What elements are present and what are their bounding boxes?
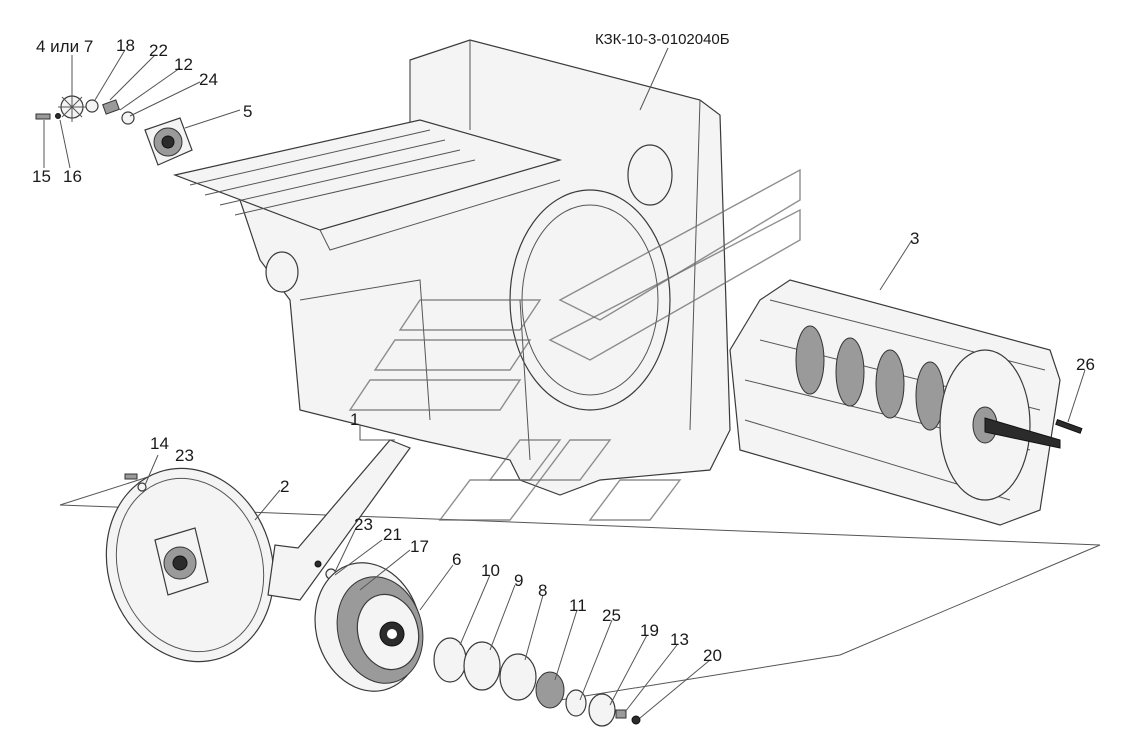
callout-19: 19 <box>640 621 659 640</box>
bolt-part <box>35 113 51 120</box>
washer-23-a <box>137 482 147 492</box>
washer-19 <box>588 693 616 727</box>
washer-part <box>121 111 135 125</box>
watermark-logo <box>348 168 801 521</box>
callout-23-top: 23 <box>175 446 194 465</box>
callout-24: 24 <box>199 70 218 89</box>
callout-25: 25 <box>602 606 621 625</box>
callout-18: 18 <box>116 36 135 55</box>
callout-15: 15 <box>32 167 51 186</box>
callout-20: 20 <box>703 646 722 665</box>
lock-washer-25 <box>565 689 587 717</box>
ring-10 <box>433 637 467 683</box>
rotor <box>729 279 1083 526</box>
callout-14: 14 <box>150 434 169 453</box>
callout-10: 10 <box>481 561 500 580</box>
side-disc <box>105 467 275 663</box>
callout-labels: КЗК-10-3-0102040Б 4 или 7 18 22 12 24 5 … <box>32 31 1095 665</box>
callout-17: 17 <box>410 537 429 556</box>
callout-5: 5 <box>243 102 252 121</box>
callout-26: 26 <box>1076 355 1095 374</box>
nut-20 <box>631 715 641 725</box>
bolt-14 <box>124 473 138 480</box>
callout-8: 8 <box>538 581 547 600</box>
callout-11: 11 <box>569 596 587 615</box>
callout-1: 1 <box>350 410 359 429</box>
callout-21: 21 <box>383 525 402 544</box>
ring-11 <box>535 671 565 709</box>
shaft-rings <box>433 637 641 727</box>
callout-12: 12 <box>174 55 193 74</box>
leader-lines <box>43 47 1086 719</box>
callout-2: 2 <box>280 477 289 496</box>
callout-22: 22 <box>149 41 168 60</box>
ring-8 <box>499 653 537 701</box>
assembly-code-label: КЗК-10-3-0102040Б <box>595 31 730 48</box>
callout-23-bottom: 23 <box>354 515 373 534</box>
callout-4or7: 4 или 7 <box>36 37 93 56</box>
sprocket-part <box>58 92 86 122</box>
ring-part <box>85 99 99 113</box>
callout-16: 16 <box>63 167 82 186</box>
pulley <box>314 562 424 692</box>
callout-6: 6 <box>452 550 461 569</box>
bolt-13 <box>615 709 627 719</box>
bushing-part <box>102 99 120 115</box>
callout-3: 3 <box>910 229 919 248</box>
top-left-parts <box>35 92 193 166</box>
callout-9: 9 <box>514 571 523 590</box>
bearing-housing-part <box>144 117 193 166</box>
rotor-discs <box>795 325 945 431</box>
main-housing <box>172 39 731 496</box>
callout-13: 13 <box>670 630 689 649</box>
nut-part <box>55 113 61 119</box>
ring-9 <box>463 641 501 691</box>
